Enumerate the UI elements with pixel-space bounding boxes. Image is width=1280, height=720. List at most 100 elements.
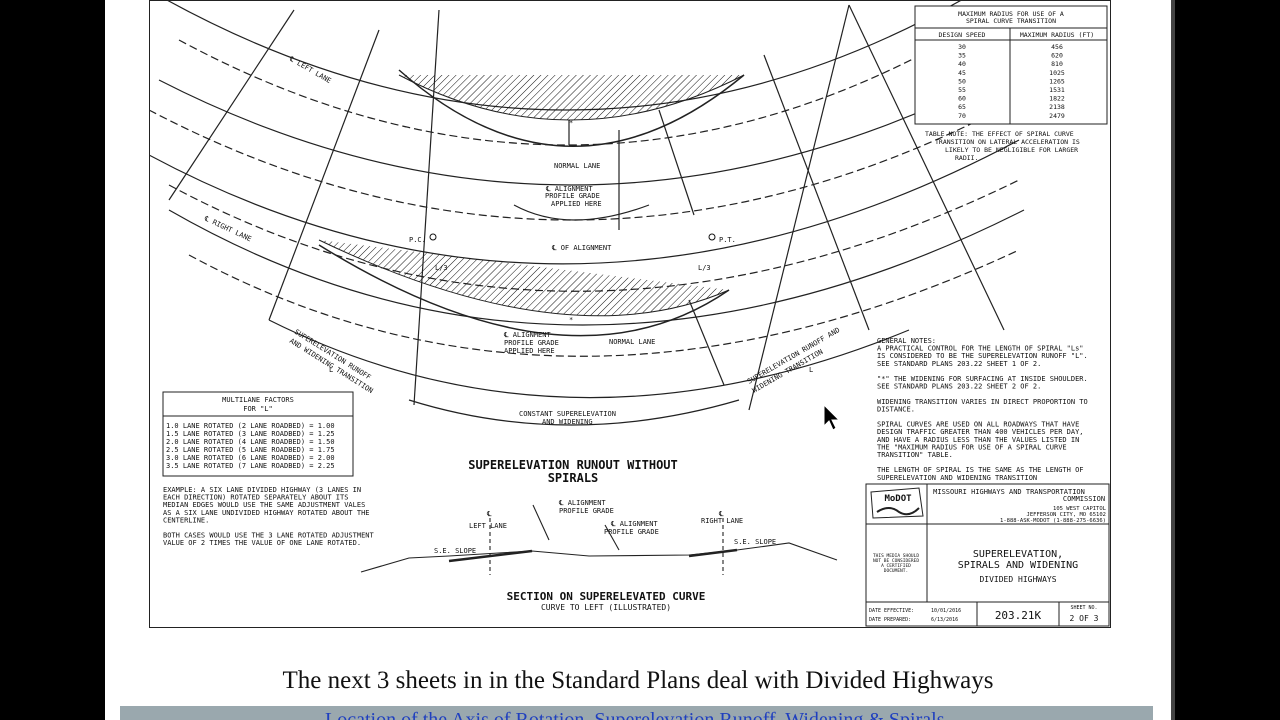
multilane-row: 2.0 LANE ROTATED (4 LANE ROADBED) = 1.50 — [166, 438, 335, 446]
radius-table-speed: 30 — [958, 43, 966, 51]
slide-shadow — [1171, 0, 1175, 720]
alignment-note: ℄ ALIGNMENT — [545, 185, 593, 193]
svg-text:APPLIED HERE: APPLIED HERE — [504, 347, 555, 355]
svg-text:SHEET NO.: SHEET NO. — [1070, 605, 1097, 611]
multilane-row: 3.0 LANE ROTATED (6 LANE ROADBED) = 2.00 — [166, 454, 335, 462]
section-subtitle: CURVE TO LEFT (ILLUSTRATED) — [541, 603, 671, 612]
svg-text:SPIRALS: SPIRALS — [548, 471, 599, 485]
general-note-line: SEE STANDARD PLANS 203.22 SHEET 1 OF 2. — [877, 360, 1041, 368]
svg-text:MAXIMUM RADIUS (FT): MAXIMUM RADIUS (FT) — [1020, 31, 1094, 39]
radius-table-speed: 50 — [958, 77, 966, 85]
plan-view — [149, 0, 1025, 426]
general-notes: GENERAL NOTES:A PRACTICAL CONTROL FOR TH… — [877, 337, 1088, 482]
runout-title: SUPERELEVATION RUNOUT WITHOUT — [468, 458, 678, 472]
mouse-cursor-icon — [823, 404, 841, 431]
example-line: EXAMPLE: A SIX LANE DIVIDED HIGHWAY (3 L… — [163, 486, 361, 494]
general-note-line: DISTANCE. — [877, 405, 915, 413]
svg-text:MAXIMUM RADIUS FOR USE OF A: MAXIMUM RADIUS FOR USE OF A — [958, 10, 1064, 18]
multilane-row: 3.5 LANE ROTATED (7 LANE ROADBED) = 2.25 — [166, 462, 335, 470]
radius-table-radius: 2138 — [1049, 103, 1065, 111]
multilane-row: 2.5 LANE ROTATED (5 LANE ROADBED) = 1.75 — [166, 446, 335, 454]
title-block: MoDOT MISSOURI HIGHWAYS AND TRANSPORTATI… — [865, 483, 1110, 627]
radius-table-speed: 65 — [958, 103, 966, 111]
cl-alignment-label: ℄ OF ALIGNMENT — [551, 244, 612, 252]
normal-lane-label-2: NORMAL LANE — [609, 338, 655, 346]
example-note: EXAMPLE: A SIX LANE DIVIDED HIGHWAY (3 L… — [163, 486, 375, 547]
svg-text:DATE EFFECTIVE:: DATE EFFECTIVE: — [869, 608, 914, 614]
example-line: BOTH CASES WOULD USE THE 3 LANE ROTATED … — [163, 532, 375, 540]
svg-text:AND WIDENING: AND WIDENING — [542, 418, 593, 426]
svg-text:A CERTIFIED: A CERTIFIED — [881, 563, 911, 569]
sheet-number: 2 OF 3 — [1070, 614, 1099, 623]
svg-text:JEFFERSON CITY, MO 65102: JEFFERSON CITY, MO 65102 — [1027, 512, 1106, 518]
multilane-row: 1.5 LANE ROTATED (3 LANE ROADBED) = 1.25 — [166, 430, 335, 438]
general-note-line: "*" THE WIDENING FOR SURFACING AT INSIDE… — [877, 375, 1088, 383]
example-line: EACH DIRECTION) ROTATED SEPARATELY ABOUT… — [163, 494, 348, 502]
svg-text:TRANSITION ON LATERAL ACCELERA: TRANSITION ON LATERAL ACCELERATION IS — [935, 138, 1080, 146]
radius-table-radius: 456 — [1051, 43, 1063, 51]
radius-table-speed: 35 — [958, 52, 966, 60]
svg-text:RADII.: RADII. — [955, 154, 978, 162]
se-slope-left: S.E. SLOPE — [434, 547, 476, 555]
svg-text:PROFILE GRADE: PROFILE GRADE — [545, 192, 600, 200]
l3-label: L/3 — [435, 264, 448, 272]
cross-section — [360, 504, 838, 575]
svg-text:105 WEST CAPITOL: 105 WEST CAPITOL — [1053, 506, 1107, 512]
svg-text:SPIRALS AND WIDENING: SPIRALS AND WIDENING — [958, 560, 1078, 571]
svg-text:LIKELY TO BE NEGLIGIBLE FOR LA: LIKELY TO BE NEGLIGIBLE FOR LARGER — [945, 146, 1078, 154]
radius-table-radius: 1265 — [1049, 77, 1065, 85]
example-line: MEDIAN EDGES WOULD USE THE SAME ADJUSTME… — [163, 501, 365, 509]
bottom-band: Location of the Axis of Rotation, Supere… — [120, 706, 1153, 720]
section-left-lane: LEFT LANE — [469, 522, 507, 530]
section-title: SECTION ON SUPERELEVATED CURVE — [507, 590, 706, 603]
svg-text:DOCUMENT.: DOCUMENT. — [884, 568, 908, 574]
svg-text:SPIRAL CURVE TRANSITION: SPIRAL CURVE TRANSITION — [966, 17, 1056, 25]
general-note-line: GENERAL NOTES: — [877, 337, 936, 345]
radius-table-radius: 1822 — [1049, 95, 1065, 103]
modot-logo: MoDOT — [884, 494, 912, 504]
l-mark: L — [329, 366, 333, 374]
multilane-factors: MULTILANE FACTORS FOR "L" 1.0 LANE ROTAT… — [162, 391, 354, 477]
agency-name: MISSOURI HIGHWAYS AND TRANSPORTATION — [933, 488, 1085, 496]
radius-table-speed: 70 — [958, 112, 966, 120]
general-note-line: AND HAVE A RADIUS LESS THAN THE VALUES L… — [877, 436, 1079, 444]
svg-text:MULTILANE FACTORS: MULTILANE FACTORS — [222, 396, 294, 404]
section-right-lane: RIGHT LANE — [701, 517, 743, 525]
general-note-line: WIDENING TRANSITION VARIES IN DIRECT PRO… — [877, 398, 1088, 406]
svg-text:NOT BE CONSIDERED: NOT BE CONSIDERED — [873, 558, 919, 564]
radius-table-radius: 810 — [1051, 60, 1063, 68]
constant-label: CONSTANT SUPERELEVATION — [519, 410, 616, 418]
svg-text:COMMISSION: COMMISSION — [1063, 495, 1105, 503]
pt-label: P.T. — [719, 236, 736, 244]
radius-table-radius: 1025 — [1049, 69, 1065, 77]
general-note-line: THE LENGTH OF SPIRAL IS THE SAME AS THE … — [877, 466, 1084, 474]
section-alignment-note: ℄ ALIGNMENT — [558, 499, 606, 507]
general-note-line: THE "MAXIMUM RADIUS FOR USE OF A SPIRAL … — [877, 443, 1067, 451]
general-note-line: SPIRAL CURVES ARE USED ON ALL ROADWAYS T… — [877, 421, 1079, 429]
radius-table-speed: 60 — [958, 95, 966, 103]
slide-caption: The next 3 sheets in in the Standard Pla… — [282, 667, 994, 694]
svg-text:L: L — [809, 366, 813, 374]
general-note-line: SEE STANDARD PLANS 203.22 SHEET 2 OF 2. — [877, 383, 1041, 391]
radius-table-radius: 1531 — [1049, 86, 1065, 94]
table-note: TABLE NOTE: THE EFFECT OF SPIRAL CURVE — [925, 130, 1074, 138]
svg-text:℄: ℄ — [486, 510, 492, 518]
alignment-note-2: ℄ ALIGNMENT — [503, 331, 551, 339]
radius-table: MAXIMUM RADIUS FOR USE OF A SPIRAL CURVE… — [914, 5, 1108, 162]
se-slope-right: S.E. SLOPE — [734, 538, 776, 546]
star-mark: * — [569, 119, 573, 127]
certification-stamp: THIS MEDIA SHOULD — [873, 553, 919, 559]
plan-number: 203.21K — [995, 609, 1042, 622]
pc-label: P.C. — [409, 236, 426, 244]
standard-plan-drawing: ℄ LEFT LANE ℄ RIGHT LANE NORMAL LANE NOR… — [149, 0, 1111, 628]
svg-text:DESIGN SPEED: DESIGN SPEED — [939, 31, 986, 39]
next-slide-link[interactable]: Location of the Axis of Rotation, Supere… — [325, 709, 945, 720]
radius-table-radius: 2479 — [1049, 112, 1065, 120]
svg-text:PROFILE GRADE: PROFILE GRADE — [604, 528, 659, 536]
example-line: VALUE OF 2 TIMES THE VALUE OF ONE LANE R… — [163, 539, 361, 547]
normal-lane-label: NORMAL LANE — [554, 162, 600, 170]
svg-text:℄: ℄ — [718, 510, 724, 518]
svg-text:L/3: L/3 — [698, 264, 711, 272]
svg-text:APPLIED HERE: APPLIED HERE — [551, 200, 602, 208]
multilane-row: 1.0 LANE ROTATED (2 LANE ROADBED) = 1.00 — [166, 422, 335, 430]
